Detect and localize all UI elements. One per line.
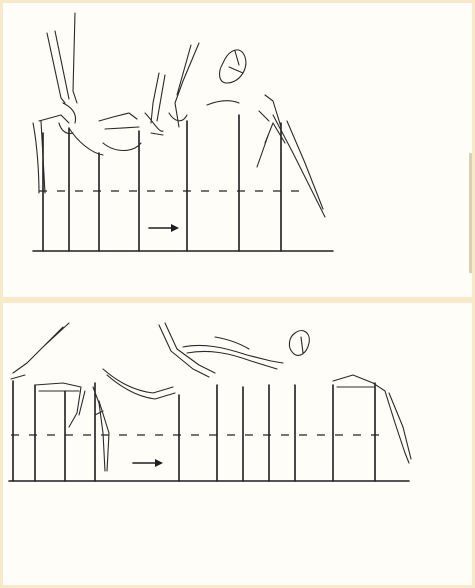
edge-mark xyxy=(469,153,472,273)
top-sequence-panel xyxy=(0,0,475,300)
bottom-sequence-drawing xyxy=(3,303,473,587)
athlete-figure-a xyxy=(11,323,69,379)
athlete-figure-5 xyxy=(207,50,246,105)
vertical-lines xyxy=(43,115,281,251)
athlete-figure-4 xyxy=(169,43,199,127)
arrow-right-icon xyxy=(149,224,179,232)
athlete-figure-g xyxy=(289,331,309,356)
athlete-figure-e xyxy=(159,323,215,377)
athlete-figure-6 xyxy=(257,95,325,217)
athlete-figure-h xyxy=(333,375,411,463)
arrow-right-icon xyxy=(133,459,163,467)
athlete-figure-1 xyxy=(33,13,77,193)
top-sequence-drawing xyxy=(3,3,473,299)
athlete-figure-2 xyxy=(69,113,141,155)
bottom-sequence-panel xyxy=(0,300,475,588)
athlete-figure-d xyxy=(103,369,175,399)
athlete-figure-b xyxy=(35,383,85,427)
vertical-lines xyxy=(13,381,375,481)
athlete-figure-3 xyxy=(145,73,165,135)
